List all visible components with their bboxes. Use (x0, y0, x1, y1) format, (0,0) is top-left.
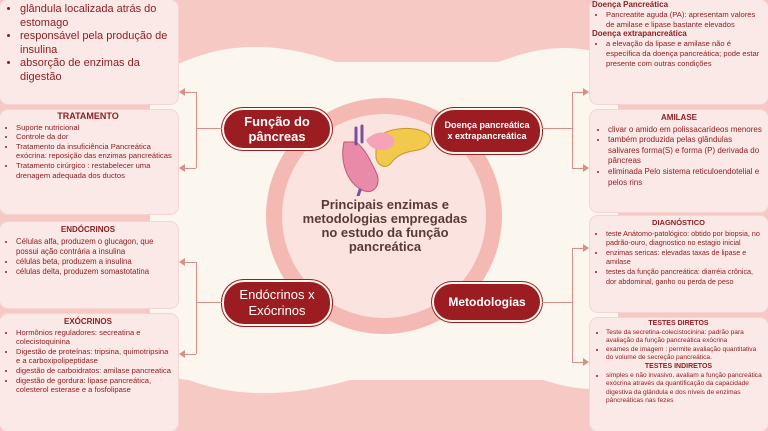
arrow-right-icon (583, 358, 589, 366)
connector-left-bottom-v (196, 262, 197, 354)
doenca-box: Doença Pancreática Pancreatite aguda (PA… (590, 0, 768, 104)
list-item: digestão de carboidratos: amilase pancre… (16, 366, 174, 376)
arrow-right-icon (583, 88, 589, 96)
list-item: responsável pela produção de insulina (20, 30, 172, 57)
connector-right-bottom-h (542, 302, 572, 303)
center-title: Principais enzimas e metodologias empreg… (302, 197, 468, 254)
node-endocrinos-label: Endócrinos x Exócrinos (239, 287, 315, 318)
background-wave-bottom (150, 360, 618, 394)
diagnostico-title: DIAGNÓSTICO (652, 218, 705, 227)
connector-left-top-h (196, 128, 222, 129)
testes-diretos-title: TESTES DIRETOS (648, 320, 709, 327)
arrow-right-icon (583, 164, 589, 172)
node-funcao-label: Função do pâncreas (244, 114, 310, 144)
list-item: digestão de gordura: lipase pancreática,… (16, 376, 174, 395)
testes-indiretos-title: TESTES INDIRETOS (644, 362, 713, 370)
connector-left-bottom-a (184, 262, 196, 263)
list-item: enzimas sericas: elevadas taxas de lipas… (606, 248, 765, 267)
connector-left-top-v (196, 92, 197, 168)
list-item: Tratamento da insuficiência Pancreática … (16, 142, 174, 161)
connector-left-top-a (184, 92, 196, 93)
testes-box: TESTES DIRETOS Teste da secretina-coleci… (590, 318, 768, 431)
connector-right-top-b (572, 168, 584, 169)
amilase-box: AMILASE clivar o amido em polissacarídeo… (590, 110, 768, 212)
node-metodologias-label: Metodologias (448, 295, 526, 309)
list-item: eliminada Pelo sistema reticuloendotelia… (608, 167, 764, 188)
arrow-left-icon (179, 350, 185, 358)
list-item: glândula localizada atrás do estomago (20, 3, 172, 30)
connector-right-bottom-b (572, 362, 584, 363)
node-metodologias[interactable]: Metodologias (432, 282, 542, 322)
list-item: a elevação da lipase e amilase não é esp… (606, 39, 764, 68)
connector-left-top-b (184, 168, 196, 169)
exocrinos-title: EXÓCRINOS (63, 317, 112, 326)
list-item: Controle da dor (16, 132, 174, 142)
connector-right-top-h (542, 128, 572, 129)
list-item: Hormônios reguladores: secreatina e cole… (16, 328, 174, 347)
pancreas-illustration (342, 124, 431, 196)
doenca-pancreatica-title: Doença Pancreática (592, 0, 669, 9)
list-item: exames de imagem : permite avaliação qua… (606, 346, 765, 363)
list-item: simples e não invasivo, avaliam a função… (606, 372, 765, 406)
arrow-right-icon (583, 244, 589, 252)
list-item: Tratamento cirúrgico : restabelecer uma … (16, 161, 174, 180)
funcao-box: glândula localizada atrás do estomago re… (0, 0, 178, 104)
connector-left-bottom-h (196, 302, 222, 303)
list-item: testes da função pancreática: diarréia c… (606, 267, 765, 286)
connector-right-bottom-a (572, 248, 584, 249)
list-item: Células alfa, produzem o glucagon, que p… (16, 237, 174, 257)
background-wave-top (150, 46, 618, 80)
arrow-left-icon (179, 258, 185, 266)
node-doenca-label: Doença pancreática x extrapancreática (444, 120, 530, 141)
node-funcao-do-pancreas[interactable]: Função do pâncreas (222, 108, 332, 150)
list-item: células beta, produzem a insulina (16, 257, 174, 267)
connector-right-bottom-v (572, 248, 573, 362)
list-item: células delta, produzem somastotatina (16, 267, 174, 277)
tratamento-box: TRATAMENTO Suporte nutricional Controle … (0, 110, 178, 214)
list-item: teste Anátomo-patológico: obtido por bio… (606, 229, 765, 248)
node-doenca-pancreatica[interactable]: Doença pancreática x extrapancreática (432, 108, 542, 154)
list-item: também produzida pelas glândulas salivar… (608, 135, 764, 167)
connector-right-top-v (572, 92, 573, 168)
endocrinos-title: ENDÓCRINOS (60, 225, 116, 234)
connector-right-top-a (572, 92, 584, 93)
list-item: clivar o amido em polissacarídeos menore… (608, 125, 764, 136)
diagnostico-box: DIAGNÓSTICO teste Anátomo-patológico: ob… (590, 216, 768, 312)
list-item: Teste da secretina-colecistocinina: padr… (606, 329, 765, 346)
arrow-left-icon (179, 88, 185, 96)
node-endocrinos-exocrinos[interactable]: Endócrinos x Exócrinos (222, 280, 332, 326)
endocrinos-box: ENDÓCRINOS Células alfa, produzem o gluc… (0, 222, 178, 308)
exocrinos-box: EXÓCRINOS Hormônios reguladores: secreat… (0, 314, 178, 431)
amilase-title: AMILASE (661, 113, 697, 122)
list-item: absorção de enzimas da digestão (20, 57, 172, 84)
doenca-extrapancreatica-title: Doença extrapancreática (592, 29, 687, 39)
list-item: Digestão de proteínas: tripsina, quimotr… (16, 347, 174, 366)
connector-left-bottom-b (184, 354, 196, 355)
arrow-left-icon (179, 164, 185, 172)
tratamento-title: TRATAMENTO (57, 111, 119, 121)
list-item: Pancreatite aguda (PA): apresentam valor… (606, 10, 764, 30)
list-item: Suporte nutricional (16, 123, 174, 133)
